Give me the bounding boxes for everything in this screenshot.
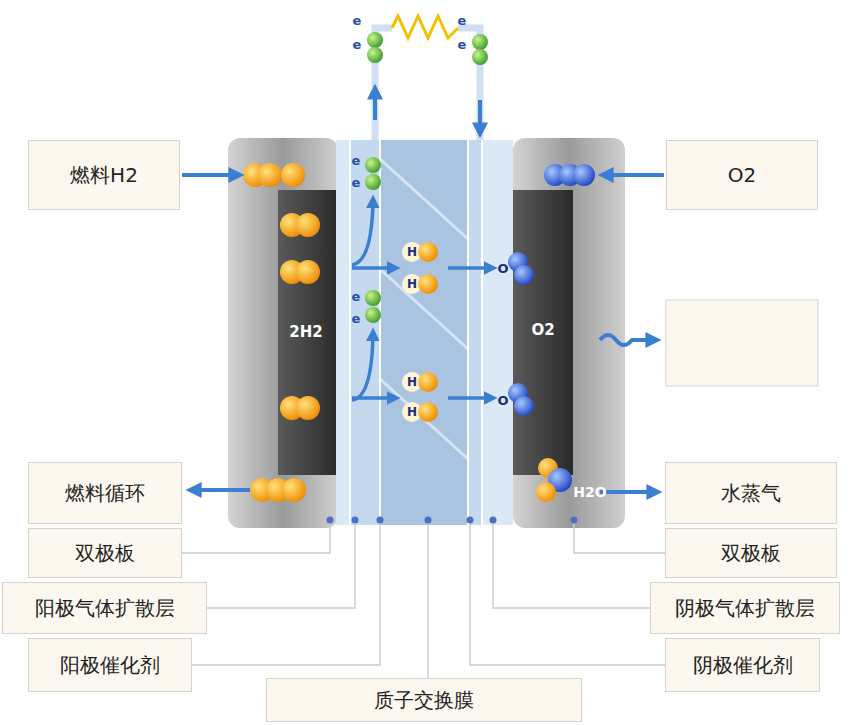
part-name: 燃料循环 xyxy=(65,481,145,505)
part-label-box: 阳极催化剂 xyxy=(28,638,192,692)
oxygen-label: O xyxy=(497,394,508,407)
part-label-box: 阴极气体扩散层 xyxy=(650,582,840,634)
electron-label: e xyxy=(352,154,361,167)
electron-label: e xyxy=(458,38,467,51)
part-name: O2 xyxy=(728,163,756,187)
electron-label: e xyxy=(353,14,362,27)
part-label-box: 燃料循环 xyxy=(28,462,182,524)
part-label-box: 阴极催化剂 xyxy=(665,638,820,692)
input-box: O2 xyxy=(666,140,818,210)
electron-label: e xyxy=(458,14,467,27)
part-name: 阴极气体扩散层 xyxy=(675,596,815,620)
molecule-label: 2H2 xyxy=(289,325,322,340)
electron-label: e xyxy=(352,312,361,325)
input-box: 燃料H2 xyxy=(28,140,180,210)
part-name: 阳极气体扩散层 xyxy=(35,596,175,620)
part-label-box: 双极板 xyxy=(28,528,182,578)
molecule-label: H2O xyxy=(573,485,606,499)
part-name: 水蒸气 xyxy=(721,481,781,505)
part-label-box: 质子交换膜 xyxy=(266,678,582,722)
part-label-box: 水蒸气 xyxy=(665,462,837,524)
oxygen-label: O xyxy=(497,262,508,275)
part-name: 阴极催化剂 xyxy=(693,653,793,677)
electron-label: e xyxy=(353,38,362,51)
part-name: 阳极催化剂 xyxy=(60,653,160,677)
proton-label: H xyxy=(407,376,417,388)
proton-label: H xyxy=(407,406,417,418)
part-name: 双极板 xyxy=(75,541,135,565)
part-name: 质子交换膜 xyxy=(374,688,474,712)
proton-label: H xyxy=(407,246,417,258)
part-name: 双极板 xyxy=(721,541,781,565)
electron-label: e xyxy=(352,290,361,303)
electron-label: e xyxy=(352,176,361,189)
part-name: 燃料H2 xyxy=(70,163,138,187)
proton-label: H xyxy=(407,278,417,290)
part-label-box: 双极板 xyxy=(665,528,837,578)
part-label-box: 阳极气体扩散层 xyxy=(2,582,207,634)
molecule-label: O2 xyxy=(531,323,554,338)
